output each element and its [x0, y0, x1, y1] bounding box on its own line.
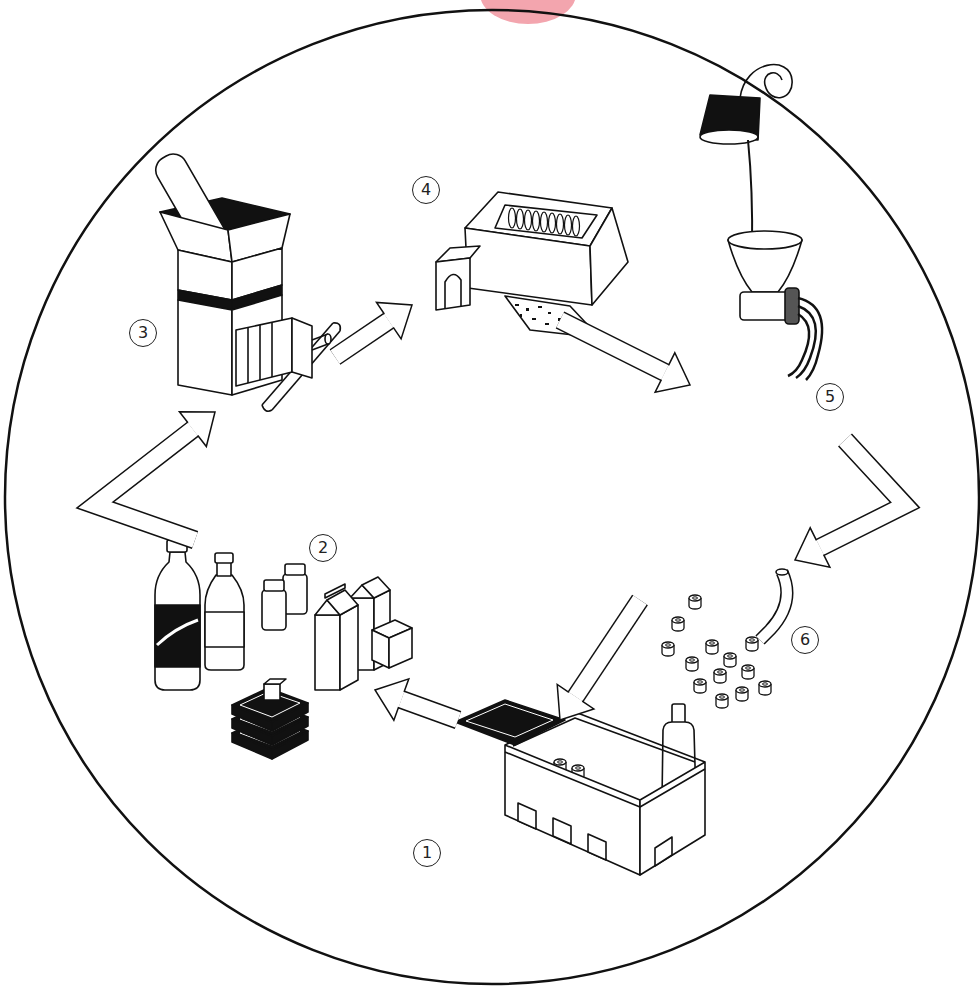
arrow-body	[401, 700, 458, 720]
extruder-drawing	[700, 65, 822, 380]
callout-circle: 5	[816, 383, 844, 411]
arrow-head	[655, 353, 690, 392]
stage-region: 2	[150, 540, 375, 765]
stage-region: 4	[412, 170, 632, 320]
arrow-outline	[820, 440, 905, 547]
arrow-head	[557, 684, 594, 720]
arrow-head	[375, 679, 409, 720]
arrow-head-fill	[795, 528, 830, 567]
arrow-outline	[576, 600, 640, 697]
arrow-body	[95, 429, 195, 540]
shredder-drawing	[151, 149, 341, 411]
arrow-head-fill	[557, 684, 594, 720]
arrow-body	[576, 600, 640, 697]
callout-number: 4	[421, 182, 431, 198]
stage-region: 6	[640, 560, 820, 712]
arrow-head	[376, 302, 412, 338]
products-drawing	[662, 569, 788, 708]
arrow-body	[560, 320, 665, 372]
flow-arrow	[557, 600, 640, 720]
callout-circle: 6	[791, 626, 819, 654]
arrow-outline	[401, 700, 458, 720]
callout-number: 5	[825, 389, 835, 405]
callout-number: 1	[422, 845, 432, 861]
callout-circle: 3	[129, 319, 157, 347]
arrow-outline	[560, 320, 665, 372]
stage-region: 5	[690, 240, 845, 500]
callout-circle: 4	[412, 176, 440, 204]
arrow-outline	[95, 429, 195, 540]
callout-circle: 2	[309, 534, 337, 562]
flow-arrow	[335, 302, 412, 357]
stage-region: 3	[128, 190, 335, 412]
arrow-body	[820, 440, 905, 547]
arrow-head	[179, 412, 215, 447]
arrow-head-fill	[179, 412, 215, 447]
packaging-drawing	[155, 540, 412, 759]
arrow-body	[335, 321, 389, 357]
flow-arrow	[560, 320, 690, 392]
flow-arrow	[95, 412, 215, 540]
callout-number: 2	[318, 540, 328, 556]
callout-number: 6	[800, 632, 810, 648]
callout-circle: 1	[413, 839, 441, 867]
arrow-head-fill	[376, 302, 412, 338]
frame-circle	[5, 10, 979, 984]
stage-region: 1	[412, 720, 705, 885]
crate-drawing	[455, 700, 705, 875]
callout-number: 3	[138, 325, 148, 341]
arrow-outline	[335, 321, 389, 357]
grinder-drawing	[436, 192, 628, 338]
arrow-head-fill	[375, 679, 409, 720]
flow-arrow	[795, 440, 905, 567]
flow-arrow	[375, 679, 458, 720]
arrow-head-fill	[655, 353, 690, 392]
arrow-head	[795, 528, 830, 567]
